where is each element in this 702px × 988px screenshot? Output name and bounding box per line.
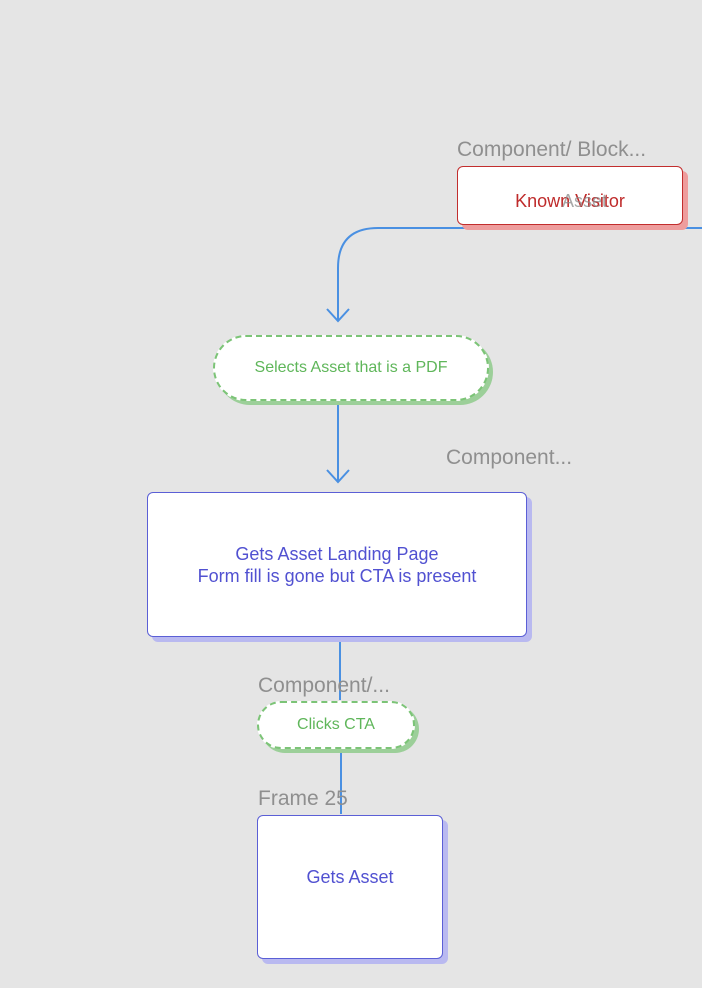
frame-label-clicks-cta: Component/...: [258, 674, 390, 697]
clicks-cta-label: Clicks CTA: [297, 716, 375, 733]
gets-asset-node[interactable]: Gets Asset: [257, 815, 443, 959]
known-visitor-overlap-label: Asset: [562, 191, 608, 211]
frame-label-landing-page: Component...: [446, 446, 573, 469]
selects-asset-label: Selects Asset that is a PDF: [254, 359, 448, 376]
arrowhead-to-landing-page: [326, 469, 350, 484]
frame-label-known-visitor: Component/ Block...: [457, 138, 647, 161]
gets-asset-label: Gets Asset: [306, 867, 394, 887]
landing-page-node[interactable]: Gets Asset Landing Page Form fill is gon…: [147, 492, 527, 637]
known-visitor-label: Known Visitor: [515, 191, 625, 211]
frame-label-gets-asset: Frame 25: [258, 787, 348, 810]
landing-page-line2: Form fill is gone but CTA is present: [197, 565, 477, 586]
arrowhead-to-selects-asset: [326, 308, 350, 323]
known-visitor-node[interactable]: Known Visitor: [457, 166, 683, 225]
landing-page-line1: Gets Asset Landing Page: [235, 543, 439, 564]
selects-asset-node[interactable]: Selects Asset that is a PDF: [213, 335, 489, 401]
connector-line-horizontal: [337, 227, 702, 320]
clicks-cta-node[interactable]: Clicks CTA: [257, 701, 415, 749]
